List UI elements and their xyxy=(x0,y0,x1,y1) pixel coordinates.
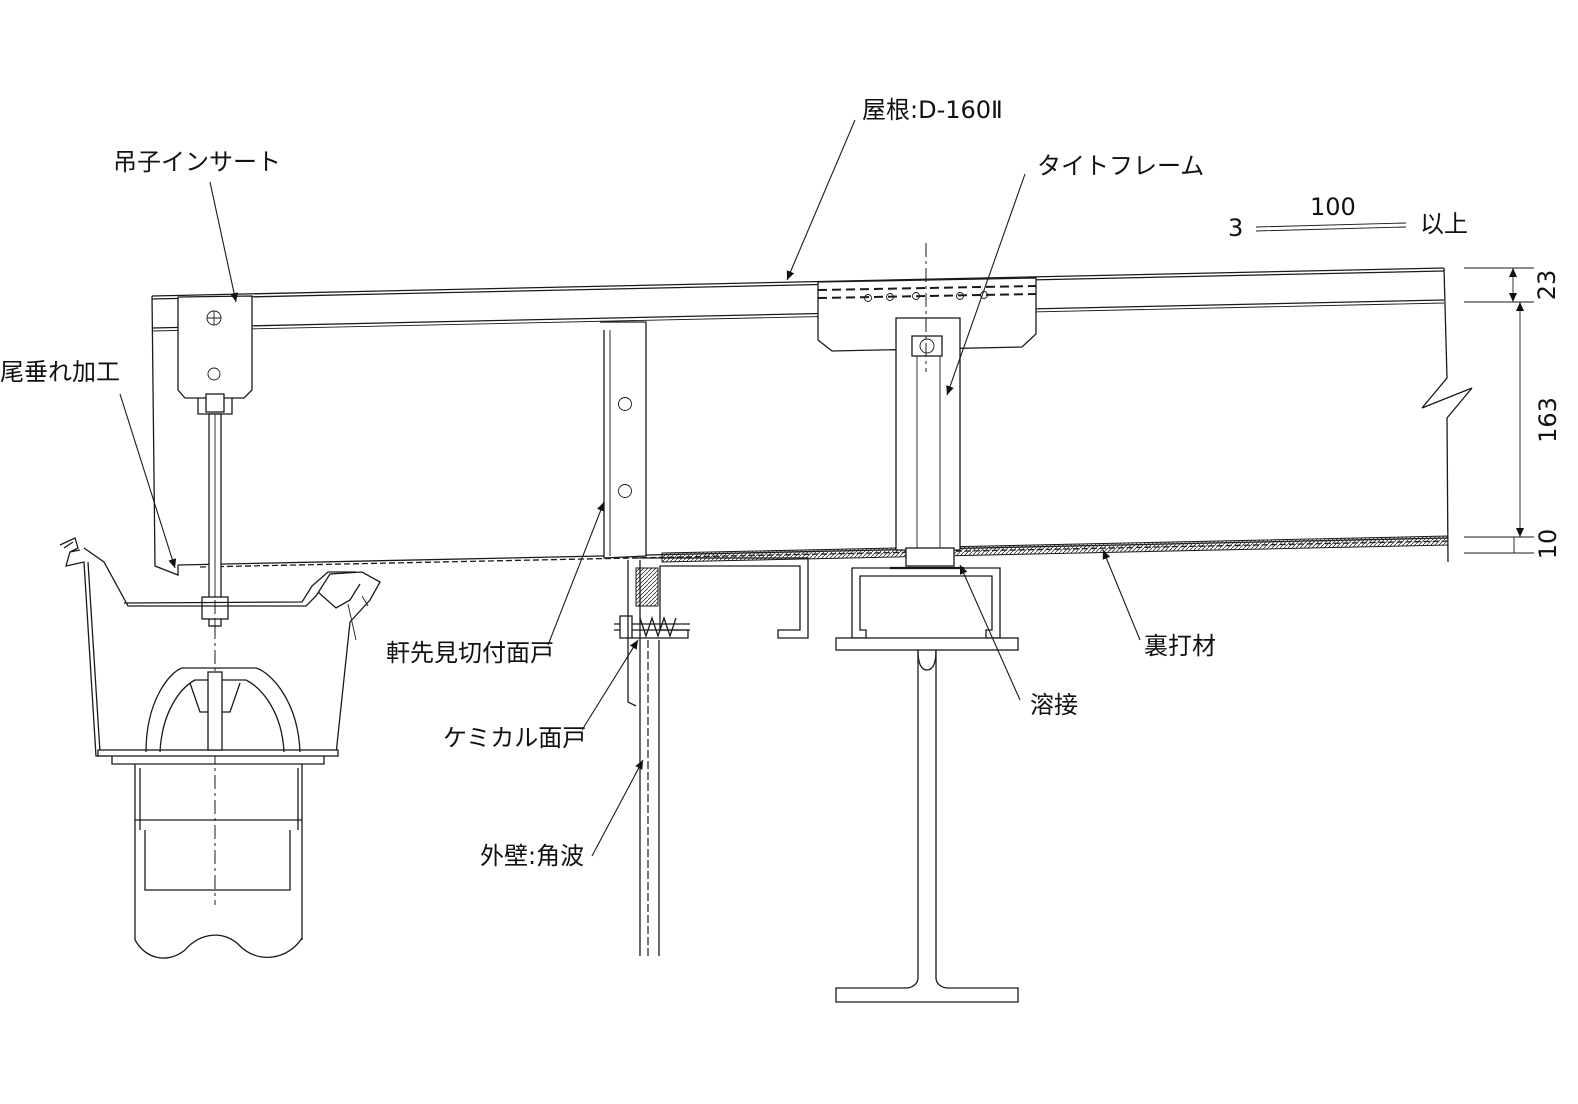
hanger-insert xyxy=(177,295,253,905)
tight-frame xyxy=(817,243,1037,570)
backing-material xyxy=(661,535,1449,563)
label-weld: 溶接 xyxy=(1030,691,1078,719)
dimension-lines xyxy=(1255,222,1534,554)
label-eave-closure: 軒先見切付面戸 xyxy=(386,639,554,667)
label-hanger-insert: 吊子インサート xyxy=(113,148,281,176)
chemical-closure xyxy=(635,567,659,607)
dim-length-suffix: 以上 xyxy=(1420,210,1468,238)
dim-10: 10 xyxy=(1534,529,1562,560)
dim-length: 100 xyxy=(1310,193,1356,221)
outer-wall xyxy=(627,560,660,956)
channel-purlin xyxy=(632,557,809,639)
label-tight-frame: タイトフレーム xyxy=(1037,152,1204,180)
label-eave-drip: 尾垂れ加工 xyxy=(0,358,120,386)
label-roof: 屋根:D-160Ⅱ xyxy=(862,96,1003,124)
dim-thickness: 3 xyxy=(1228,214,1243,242)
leaders xyxy=(119,119,1141,857)
steel-beam xyxy=(835,567,1019,1003)
gutter xyxy=(59,537,381,959)
screw xyxy=(614,615,690,639)
eave-closure xyxy=(600,321,647,559)
dim-163: 163 xyxy=(1534,397,1562,443)
roof-panel xyxy=(151,267,1473,576)
label-chemical-closure: ケミカル面戸 xyxy=(443,724,586,752)
label-outer-wall: 外壁:角波 xyxy=(480,842,584,870)
label-backing: 裏打材 xyxy=(1144,632,1216,660)
dim-23: 23 xyxy=(1533,270,1561,301)
